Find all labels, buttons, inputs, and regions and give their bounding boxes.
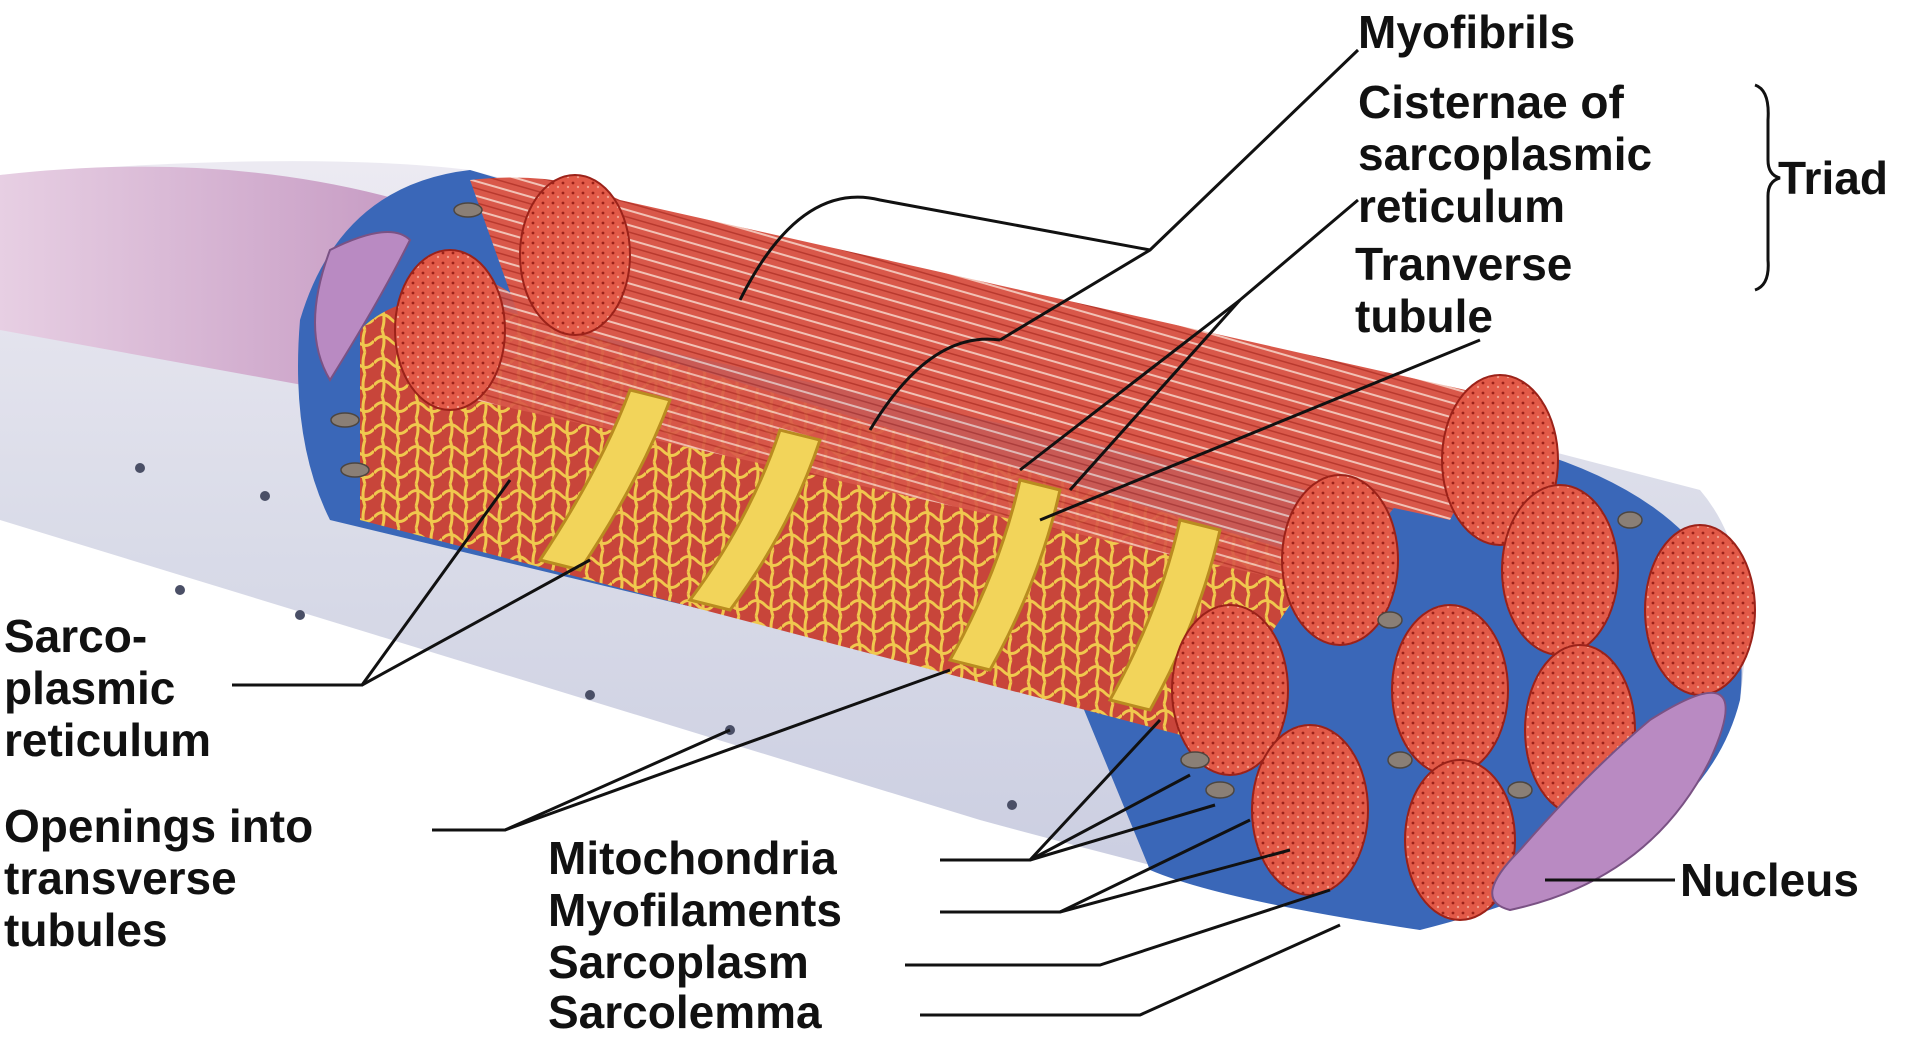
label-myofibrils: Myofibrils (1358, 6, 1575, 58)
label-sarcoplasm: Sarcoplasm (548, 936, 809, 988)
label-openings: Openings into transverse tubules (4, 800, 313, 956)
label-cisternae-line1: Cisternae of (1358, 76, 1652, 128)
label-sr-line1: Sarco- (4, 610, 211, 662)
label-cisternae-line3: reticulum (1358, 180, 1652, 232)
label-mitochondria: Mitochondria (548, 832, 837, 884)
label-triad: Triad (1778, 152, 1888, 204)
myofibril-end (395, 250, 505, 410)
label-transverse-tubule-line2: tubule (1355, 290, 1572, 342)
label-transverse-tubule: Tranverse tubule (1355, 238, 1572, 342)
label-nucleus: Nucleus (1680, 854, 1859, 906)
label-openings-line3: tubules (4, 904, 313, 956)
label-myofilaments: Myofilaments (548, 884, 842, 936)
label-transverse-tubule-line1: Tranverse (1355, 238, 1572, 290)
label-cisternae-line2: sarcoplasmic (1358, 128, 1652, 180)
label-openings-line1: Openings into (4, 800, 313, 852)
label-sarcoplasmic-reticulum: Sarco- plasmic reticulum (4, 610, 211, 766)
label-sr-line3: reticulum (4, 714, 211, 766)
label-cisternae: Cisternae of sarcoplasmic reticulum (1358, 76, 1652, 232)
label-sr-line2: plasmic (4, 662, 211, 714)
label-sarcolemma: Sarcolemma (548, 986, 822, 1038)
label-openings-line2: transverse (4, 852, 313, 904)
myofibril-end (520, 175, 630, 335)
